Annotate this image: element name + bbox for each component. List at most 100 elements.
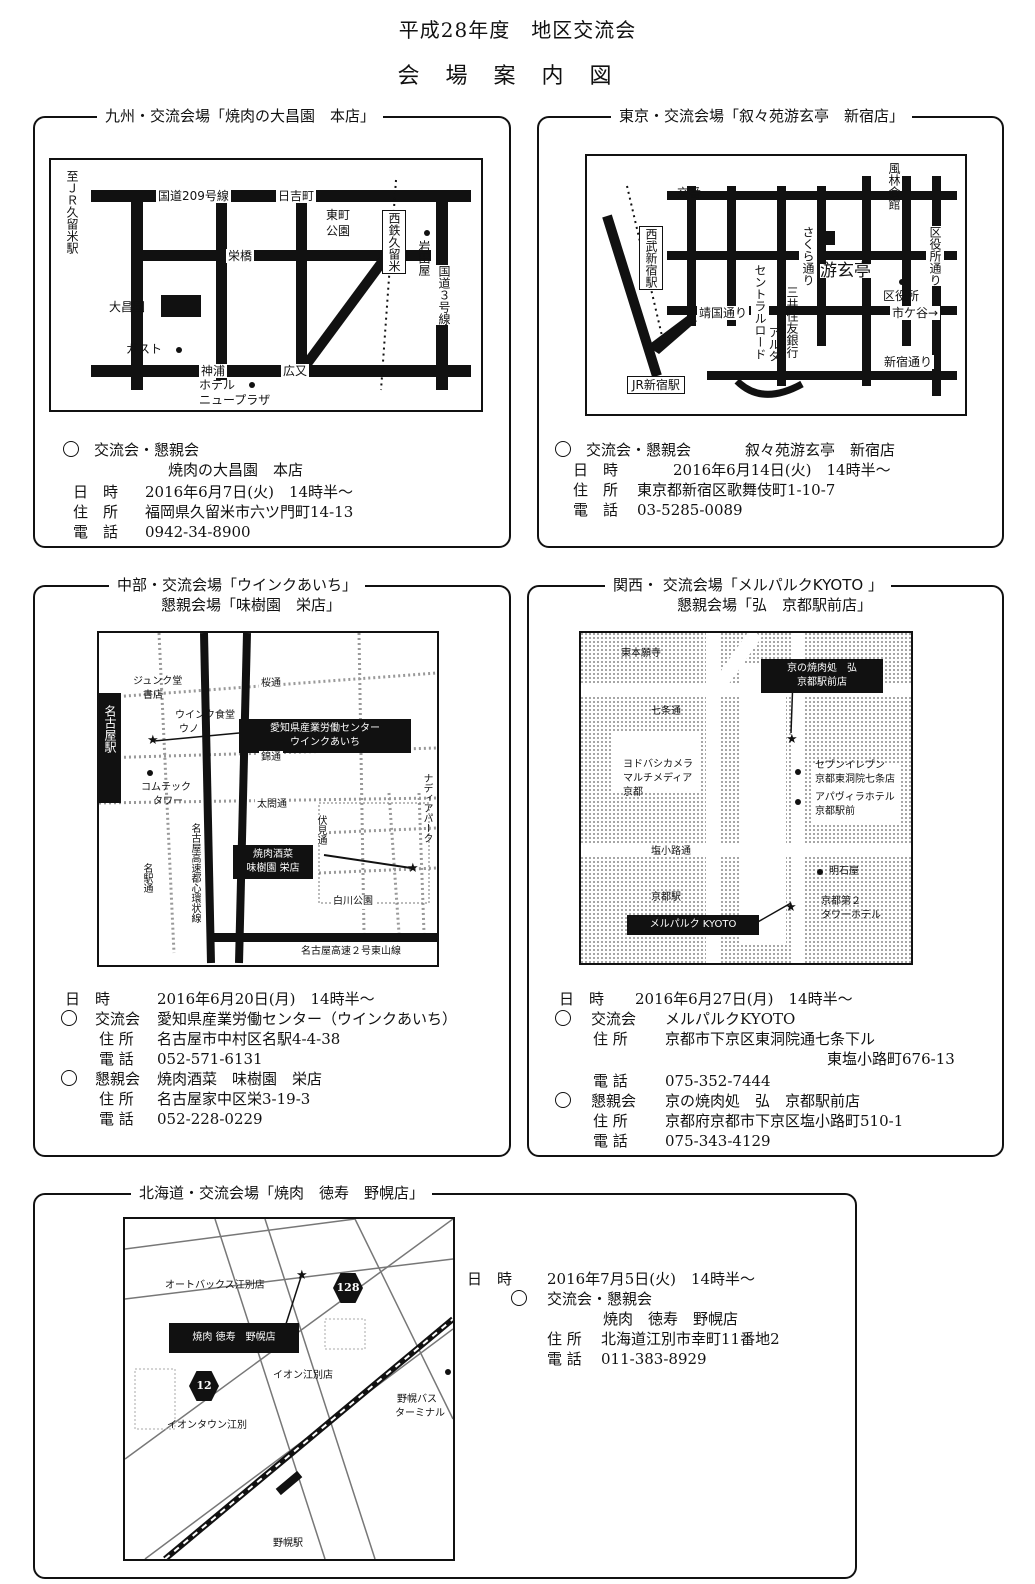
kansai-kouryu-label: 交流会 — [591, 1010, 637, 1028]
kansai-konshin-venue: 京の焼肉処 弘 京都駅前店 — [665, 1092, 861, 1110]
tokyo-map-alta: アルタ — [767, 326, 781, 362]
hokkaido-venue: 焼肉 徳寿 野幌店 — [603, 1310, 739, 1328]
kansai-map-yodobashi1: ヨドバシカメラ — [623, 759, 693, 770]
chubu-map-cocotec-marker — [147, 770, 153, 776]
kansai-map-yodobashi2: マルチメディア — [623, 773, 693, 784]
kansai-map: 東本願寺 京の焼肉処 弘 京都駅前店 七条通 ★ ヨドバシカメラ マルチメディア… — [579, 631, 913, 965]
chubu-map-sakuradori: 桜通 — [259, 677, 283, 691]
kyushu-map-hotel: ホテル — [199, 378, 236, 392]
kansai-map-kyotoeki: 京都駅 — [651, 892, 681, 903]
chubu-map-nishiki: 錦通 — [259, 751, 283, 765]
kyushu-map-iwataya-marker — [424, 230, 430, 236]
tokyo-map-kuyakusho-marker — [899, 279, 905, 285]
hokkaido-map-route12-icon: 12 — [189, 1371, 219, 1401]
tokyo-venue: 叙々苑游玄亭 新宿店 — [745, 441, 896, 459]
kansai-tel1: 075-352-7444 — [665, 1072, 771, 1090]
kansai-map-shichijo: 七条通 — [651, 706, 681, 717]
hokkaido-map-bus-marker — [445, 1369, 451, 1375]
chubu-map-wink1: 愛知県産業労働センター — [270, 723, 380, 734]
kyushu-map-hotel-marker — [249, 382, 255, 388]
hokkaido-bullet-icon — [511, 1290, 527, 1306]
kyushu-map-park: 公園 — [326, 224, 351, 238]
chubu-date: 2016年6月20日(月) 14時半～ — [157, 990, 375, 1008]
chubu-label1: 中部・交流会場「ウインクあいち」 — [109, 576, 366, 595]
tokyo-map-centralroad: セントラルロード — [751, 264, 769, 360]
kyushu-label: 九州・交流会場「焼肉の大昌園 本店」 — [97, 107, 384, 126]
tokyo-map: 交番 西武新宿駅 さくら通り 游玄亭 区役所 区役所通り 風林会館 セントラルロ… — [585, 154, 967, 416]
kansai-map-hiro-star-icon: ★ — [786, 732, 798, 747]
chubu-map-meiekidori: 名駅通 — [141, 863, 152, 893]
chubu-map-cocotec: コムテック — [141, 782, 191, 793]
tokyo-map-ichigaya: 市ケ谷→ — [890, 306, 941, 320]
kansai-bullet1-icon — [555, 1010, 571, 1026]
chubu-tel2: 052-228-0229 — [157, 1110, 263, 1128]
hokkaido-map-aeontown: イオンタウン江別 — [167, 1420, 247, 1431]
chubu-kouryu-label: 交流会 — [95, 1010, 141, 1028]
kyushu-map-daishoen: 大昌園 — [109, 300, 146, 314]
tokyo-addr: 東京都新宿区歌舞伎町1-10-7 — [637, 481, 836, 499]
chubu-konshin-label: 懇親会 — [95, 1070, 141, 1088]
kyushu-panel: 九州・交流会場「焼肉の大昌園 本店」 至ＪＲ久留米駅 国道209号線 日吉町 東… — [33, 107, 511, 548]
kyushu-date-label: 日 時 — [73, 483, 119, 501]
tokyo-map-yasukuni: 靖国通り — [697, 306, 750, 320]
kansai-panel: 関西・ 交流会場「メルパルクKYOTO 」 懇親会場「弘 京都駅前店」 東本願寺… — [527, 576, 1004, 1157]
page-title: 平成28年度 地区交流会 — [398, 18, 637, 42]
tokyo-label: 東京・交流会場「叙々苑游玄亭 新宿店」 — [611, 107, 913, 126]
hokkaido-tel: 011-383-8929 — [601, 1350, 707, 1368]
hokkaido-info: 日 時 2016年7月5日(火) 14時半～ 交流会・懇親会 焼肉 徳寿 野幌店… — [467, 1269, 827, 1369]
chubu-info: 日 時 2016年6月20日(月) 14時半～ 交流会 愛知県産業労働センター（… — [61, 989, 501, 1149]
kansai-addr2-label: 住 所 — [593, 1112, 628, 1130]
kyushu-map-gusto-marker — [176, 347, 182, 353]
chubu-map-yakiniku-star-icon: ★ — [407, 861, 419, 876]
kansai-map-higashihonganji: 東本願寺 — [621, 648, 661, 659]
chubu-map-nadiapark: ナディアパーク — [421, 773, 432, 843]
kansai-map-seven-marker — [795, 769, 801, 775]
hokkaido-map-autobacs: オートバックス江別店 — [165, 1280, 265, 1291]
hokkaido-map-bus2: ターミナル — [395, 1408, 445, 1419]
tokyo-map-koban: 交番 — [677, 186, 702, 200]
kyushu-map-kamiura: 神浦 — [199, 364, 228, 378]
chubu-panel: 中部・交流会場「ウインクあいち」 懇親会場「味樹園 栄店」 名古屋駅 — [33, 576, 511, 1157]
chubu-map-winkshokudo: ウインク食堂 — [175, 710, 235, 721]
kansai-map-hiro-box: 京の焼肉処 弘 京都駅前店 — [761, 659, 883, 693]
chubu-map-fushimi: 伏見通 — [311, 815, 329, 845]
hokkaido-addr-label: 住 所 — [547, 1330, 582, 1348]
kansai-date: 2016年6月27日(月) 14時半～ — [635, 990, 853, 1008]
tokyo-map-yugentei: 游玄亭 — [820, 261, 871, 281]
hokkaido-map-aeon: イオン江別店 — [273, 1370, 333, 1381]
tokyo-map-sakura: さくら通り — [799, 226, 817, 286]
chubu-map-wink2: ウインクあいち — [290, 737, 360, 748]
chubu-map-meieki: 名古屋駅 — [103, 705, 117, 753]
kyushu-info: 交流会・懇親会 焼肉の大昌園 本店 日 時 2016年6月7日(火) 14時半～… — [63, 440, 503, 541]
kansai-map-apa-marker — [795, 799, 801, 805]
tokyo-date-label: 日 時 — [573, 461, 619, 479]
hokkaido-addr: 北海道江別市幸町11番地2 — [601, 1330, 780, 1348]
kyushu-map-nishitetsu: 西鉄久留米 — [382, 210, 406, 274]
kansai-konshin-label: 懇親会 — [591, 1092, 637, 1110]
tokyo-panel: 東京・交流会場「叙々苑游玄亭 新宿店」 交番 西武新宿駅 さくら通り 游玄亭 区… — [537, 107, 1004, 548]
kyushu-map-newplaza: ニュープラザ — [199, 393, 271, 407]
hokkaido-panel: 北海道・交流会場「焼肉 徳寿 野幌店」 オートバックス江別店 ★ 128 焼肉 … — [33, 1184, 857, 1579]
kansai-map-melparque: メルパルク KYOTO — [627, 915, 759, 935]
kansai-date-label: 日 時 — [559, 990, 605, 1008]
tokyo-map-shinjuku-dori: 新宿通り — [882, 355, 935, 369]
kyushu-bullet-icon — [63, 441, 79, 457]
kyushu-map-station: 至ＪＲ久留米駅 — [65, 170, 79, 254]
kyushu-map-higashimachi: 東町 — [326, 208, 351, 222]
kyushu-map-gusto: ガスト — [126, 342, 163, 356]
kyushu-venue: 焼肉の大昌園 本店 — [168, 461, 304, 479]
kansai-map-akashiya-marker — [817, 869, 823, 875]
tokyo-map-kuyakusho: 区役所 — [883, 289, 920, 303]
kansai-map-hiro2: 京都駅前店 — [797, 677, 847, 688]
hokkaido-map-tokuju: 焼肉 徳寿 野幌店 — [169, 1323, 299, 1353]
chubu-bullet1-icon — [61, 1010, 77, 1026]
kansai-map-yodobashi3: 京都 — [623, 787, 643, 798]
hokkaido-map-tokuju-star-icon: ★ — [296, 1268, 308, 1283]
chubu-map-hirokoji: 太閤通 — [255, 798, 289, 812]
chubu-map-junkudo: ジュンク堂 — [133, 676, 183, 687]
chubu-map-shoten: 書店 — [143, 690, 163, 701]
kansai-map-seven1: セブンイレブン — [815, 760, 885, 771]
chubu-map-shirakawa: 白川公園 — [331, 895, 375, 909]
tokyo-info: 交流会・懇親会 叙々苑游玄亭 新宿店 日 時 2016年6月14日(火) 14時… — [555, 440, 995, 540]
kansai-info: 日 時 2016年6月27日(月) 14時半～ 交流会 メルパルクKYOTO 住… — [555, 989, 995, 1150]
